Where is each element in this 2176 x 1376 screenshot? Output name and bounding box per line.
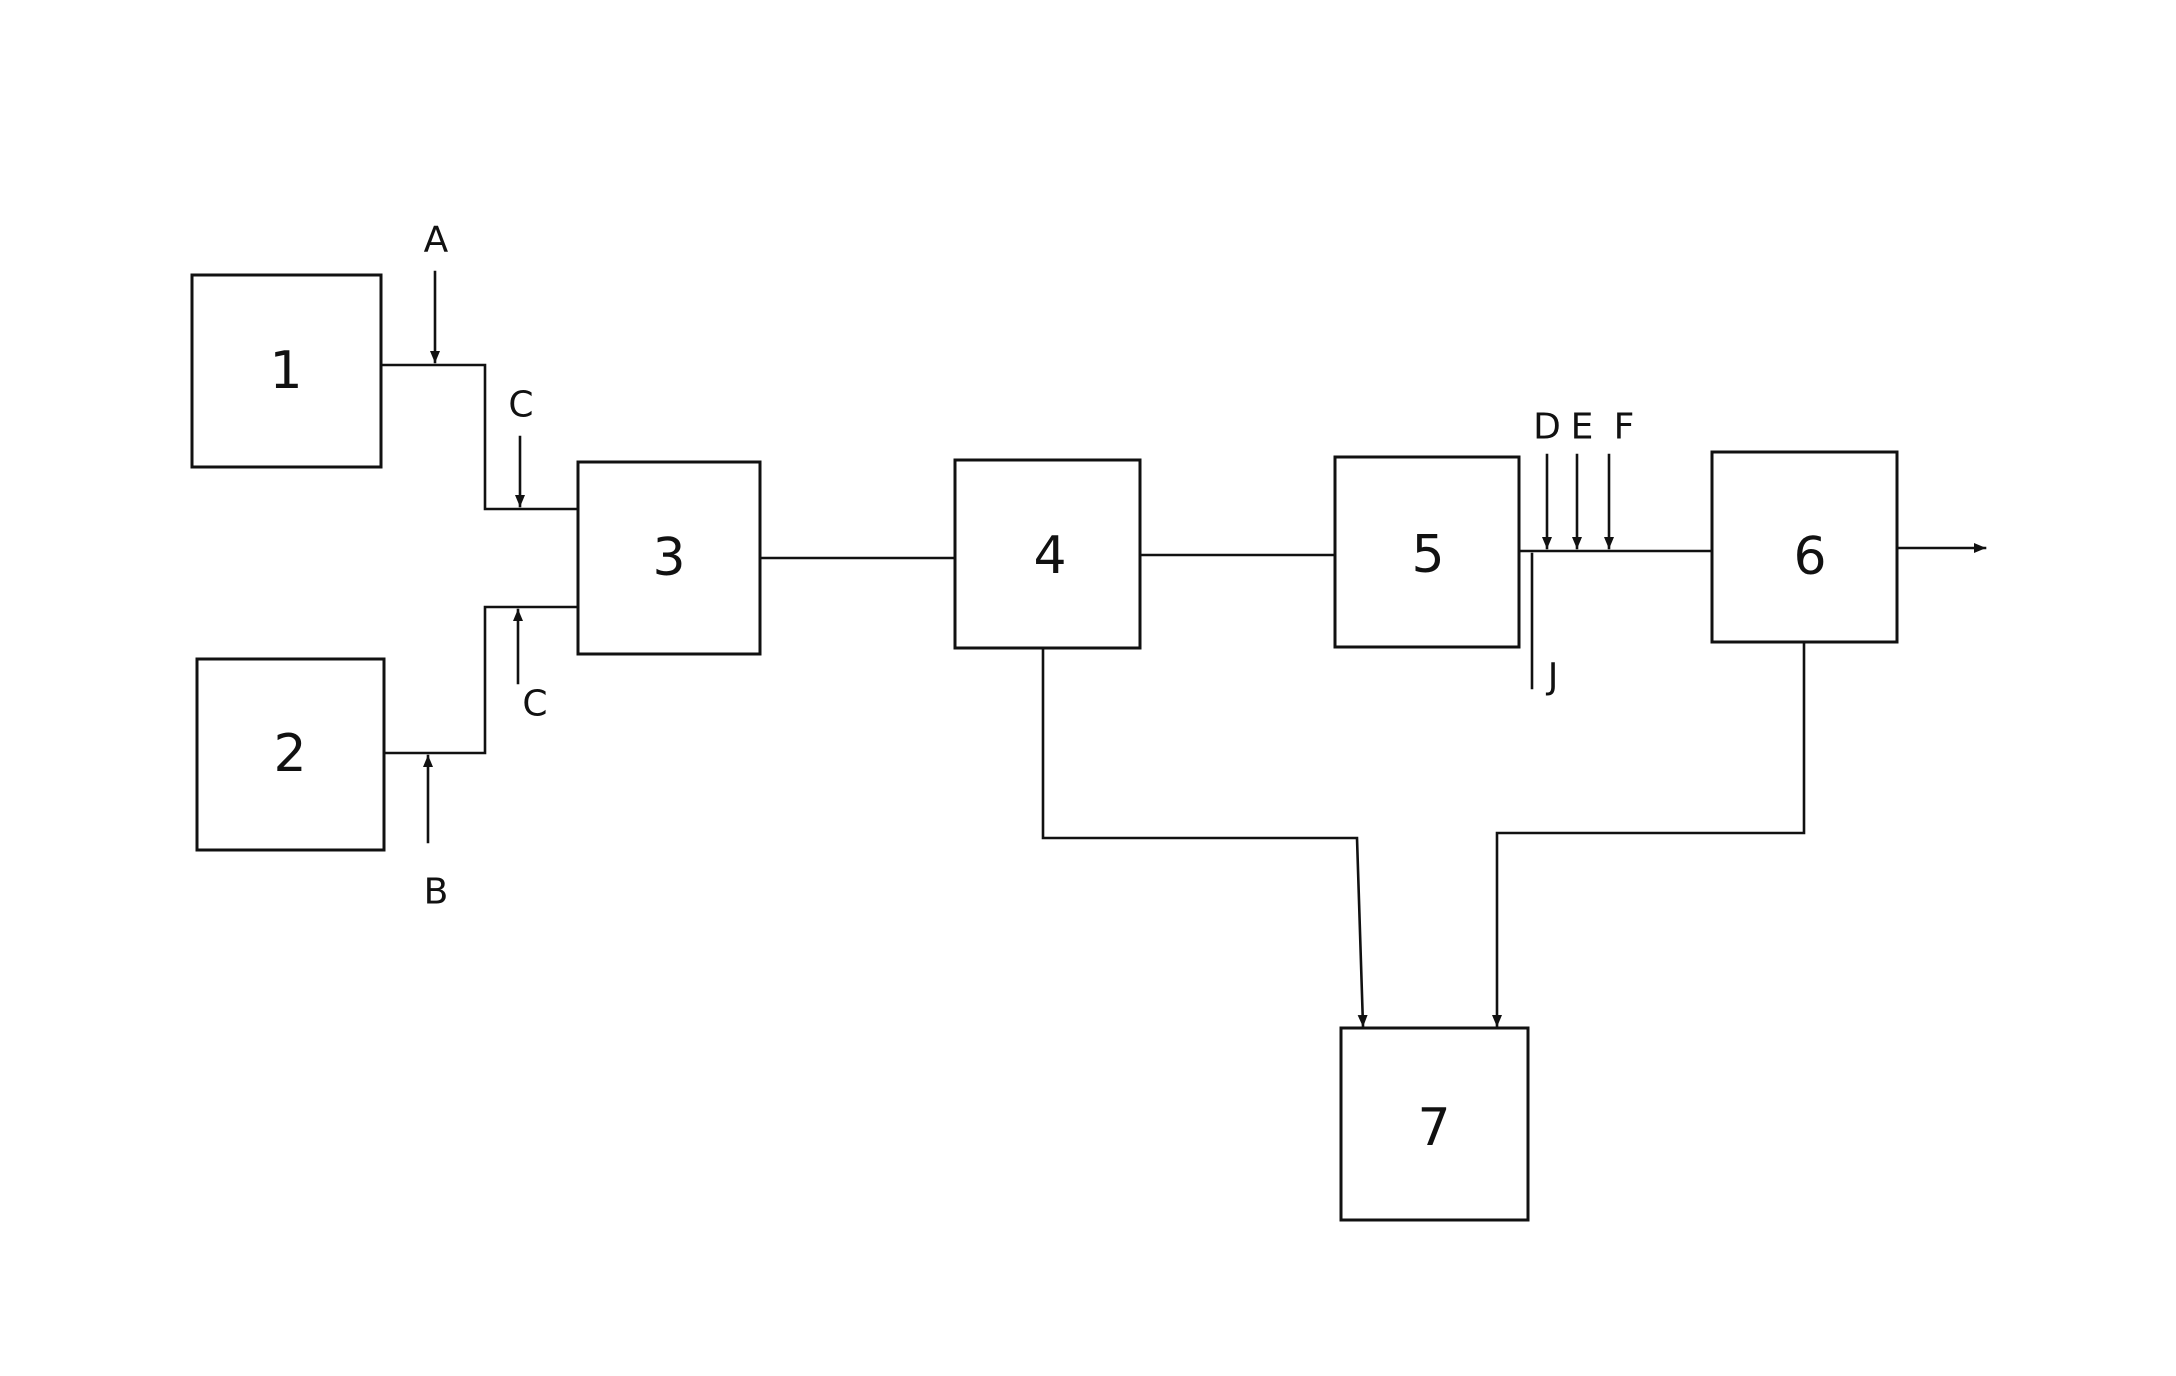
block-2-label: 2 xyxy=(273,724,306,784)
block-7: 7 xyxy=(1339,1026,1530,1222)
connectors xyxy=(379,363,1987,1028)
stream-labels: A B C C D E F J xyxy=(424,220,1635,913)
block-2-box xyxy=(195,657,386,852)
block-6-label: 6 xyxy=(1793,527,1826,587)
stream-label-d: D xyxy=(1533,407,1561,448)
block-6-box xyxy=(1710,450,1899,644)
block-1-label: 1 xyxy=(269,341,302,401)
block-1-box xyxy=(190,273,383,469)
connector-1-to-3 xyxy=(379,363,580,511)
stream-label-e: E xyxy=(1571,407,1594,448)
block-3-label: 3 xyxy=(652,528,685,588)
block-4-label: 4 xyxy=(1033,526,1066,586)
stream-label-a: A xyxy=(424,220,449,261)
block-5: 5 xyxy=(1333,455,1521,649)
block-7-box xyxy=(1339,1026,1530,1222)
block-2: 2 xyxy=(195,657,386,852)
stream-label-f: F xyxy=(1614,407,1635,448)
stream-label-c-bottom: C xyxy=(522,684,547,725)
block-3-box xyxy=(576,460,762,656)
block-5-box xyxy=(1333,455,1521,649)
connector-2-to-3 xyxy=(379,605,580,755)
block-1: 1 xyxy=(190,273,383,469)
connector-6-to-7 xyxy=(1492,640,1806,1028)
stream-label-j: J xyxy=(1546,657,1559,698)
block-6: 6 xyxy=(1710,450,1899,644)
block-5-label: 5 xyxy=(1411,525,1444,585)
block-4: 4 xyxy=(953,458,1142,650)
block-7-label: 7 xyxy=(1417,1098,1450,1158)
connector-4-to-7 xyxy=(1041,643,1368,1028)
stream-label-b: B xyxy=(424,872,449,913)
stream-arrows xyxy=(423,270,1614,844)
block-3: 3 xyxy=(576,460,762,656)
block-4-box xyxy=(953,458,1142,650)
stream-label-c-top: C xyxy=(508,385,533,426)
